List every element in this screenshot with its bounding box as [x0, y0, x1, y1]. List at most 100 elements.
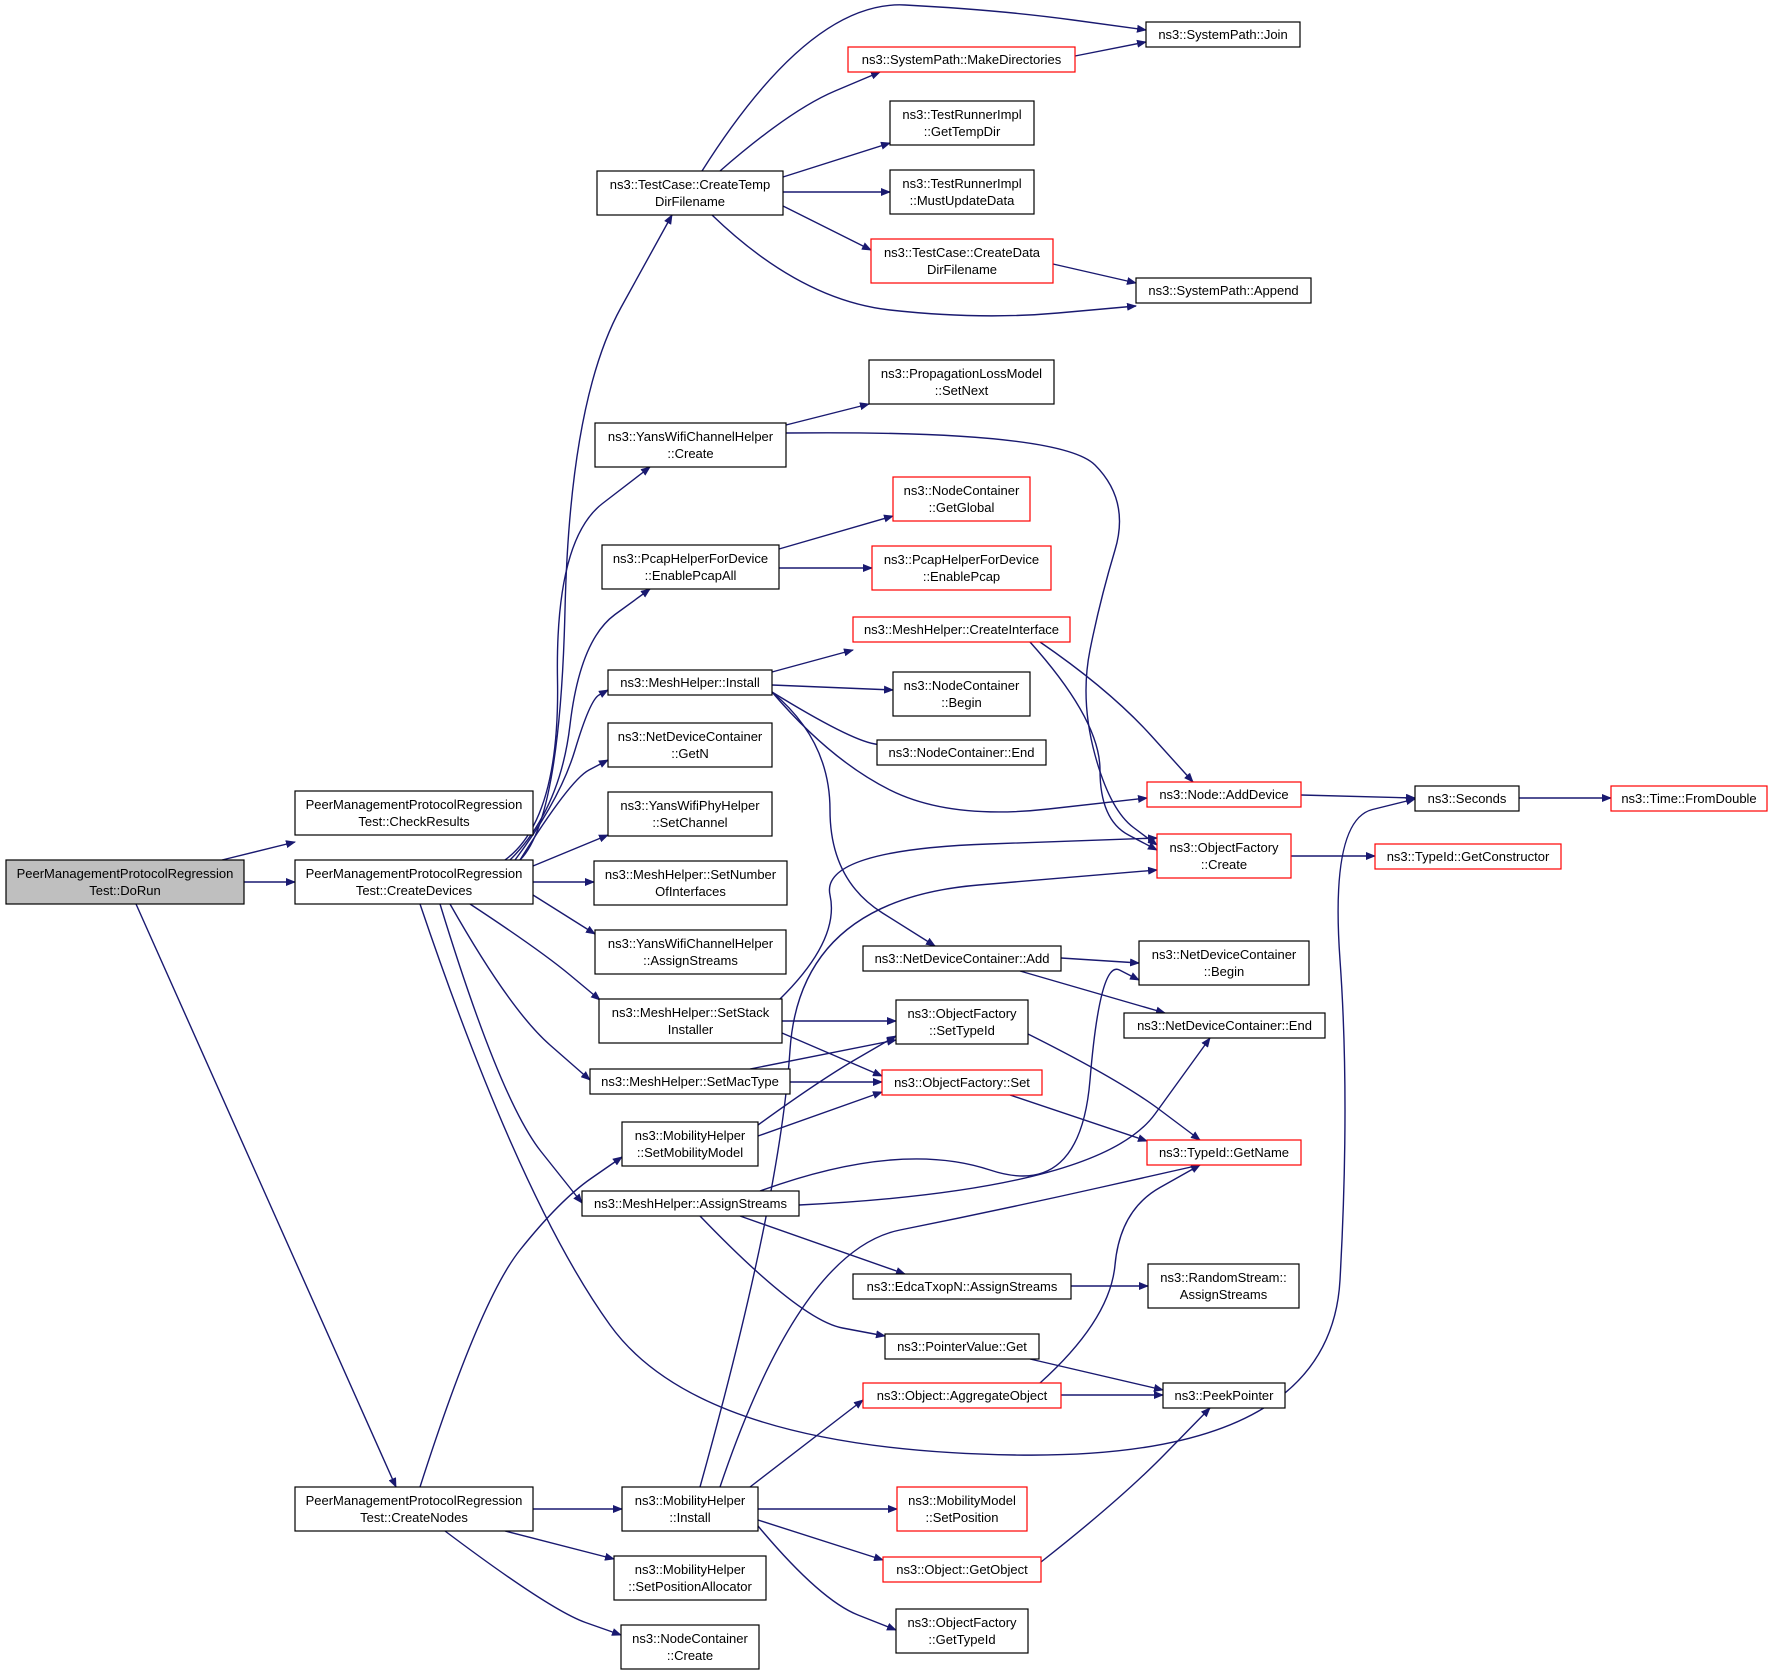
- edge-createif-to-adddevice: [1039, 641, 1194, 783]
- node-ndcbegin[interactable]: ns3::NetDeviceContainer::Begin: [1138, 940, 1310, 986]
- node-box: [1123, 1012, 1326, 1039]
- node-ofsettypeid[interactable]: ns3::ObjectFactory::SetTypeId: [895, 999, 1029, 1045]
- node-mustupdate[interactable]: ns3::TestRunnerImpl::MustUpdateData: [889, 169, 1035, 215]
- node-mkdirs[interactable]: ns3::SystemPath::MakeDirectories: [847, 46, 1076, 73]
- node-label: Test::CreateDevices: [356, 883, 473, 898]
- node-checkresults[interactable]: PeerManagementProtocolRegressionTest::Ch…: [294, 790, 534, 836]
- node-label: PeerManagementProtocolRegression: [306, 866, 523, 881]
- edge-createnodes-to-setmobmodel: [419, 1156, 623, 1488]
- node-aggregate[interactable]: ns3::Object::AggregateObject: [862, 1382, 1062, 1409]
- node-box: [1138, 940, 1310, 986]
- edge-createdevices-to-ndcgetn: [519, 759, 609, 861]
- node-ndcgetn[interactable]: ns3::NetDeviceContainer::GetN: [607, 722, 773, 768]
- node-box: [896, 1486, 1028, 1532]
- node-box: [294, 1486, 534, 1532]
- node-createdevices[interactable]: PeerManagementProtocolRegressionTest::Cr…: [294, 859, 534, 905]
- node-pcapall[interactable]: ns3::PcapHelperForDevice::EnablePcapAll: [601, 544, 780, 590]
- node-label: OfInterfaces: [655, 884, 726, 899]
- node-fromdouble[interactable]: ns3::Time::FromDouble: [1610, 785, 1768, 812]
- node-box: [868, 359, 1055, 405]
- node-gettempdir[interactable]: ns3::TestRunnerImpl::GetTempDir: [889, 100, 1035, 146]
- edge-createdevices-to-setmactype: [449, 903, 591, 1081]
- node-label: ns3::YansWifiChannelHelper: [608, 936, 774, 951]
- node-label: ::GetN: [671, 746, 709, 761]
- node-adddevice[interactable]: ns3::Node::AddDevice: [1146, 781, 1302, 808]
- node-label: ns3::Seconds: [1428, 791, 1507, 806]
- node-peekpointer[interactable]: ns3::PeekPointer: [1162, 1382, 1286, 1409]
- node-yansassign[interactable]: ns3::YansWifiChannelHelper::AssignStream…: [594, 929, 787, 975]
- node-ofset[interactable]: ns3::ObjectFactory::Set: [881, 1069, 1043, 1096]
- node-setposalloc[interactable]: ns3::MobilityHelper::SetPositionAllocato…: [613, 1555, 767, 1601]
- node-plmsetnext[interactable]: ns3::PropagationLossModel::SetNext: [868, 359, 1055, 405]
- node-label: ns3::MobilityHelper: [635, 1562, 746, 1577]
- edge-meshinstall-to-ndcadd: [771, 691, 936, 947]
- node-box: [598, 998, 783, 1044]
- node-box: [862, 945, 1062, 972]
- node-createnodes[interactable]: PeerManagementProtocolRegressionTest::Cr…: [294, 1486, 534, 1532]
- node-nccreate[interactable]: ns3::NodeContainer::Create: [620, 1624, 760, 1670]
- node-box: [594, 422, 787, 468]
- node-label: ns3::PropagationLossModel: [881, 366, 1042, 381]
- node-setchannel[interactable]: ns3::YansWifiPhyHelper::SetChannel: [607, 791, 773, 837]
- node-label: ::SetNext: [935, 383, 989, 398]
- node-seconds[interactable]: ns3::Seconds: [1414, 785, 1520, 812]
- node-label: ns3::TypeId::GetConstructor: [1387, 849, 1550, 864]
- node-meshassign[interactable]: ns3::MeshHelper::AssignStreams: [581, 1190, 800, 1217]
- node-label: ns3::NetDeviceContainer::Add: [875, 951, 1050, 966]
- node-append[interactable]: ns3::SystemPath::Append: [1135, 277, 1312, 304]
- edge-ofset-to-typeidgetname: [1009, 1094, 1148, 1142]
- node-ncgetglobal[interactable]: ns3::NodeContainer::GetGlobal: [892, 476, 1031, 522]
- node-label: ::SetPosition: [926, 1510, 999, 1525]
- node-box: [889, 169, 1035, 215]
- node-createif[interactable]: ns3::MeshHelper::CreateInterface: [852, 616, 1071, 643]
- node-box: [1414, 785, 1520, 812]
- node-getobject[interactable]: ns3::Object::GetObject: [882, 1556, 1042, 1583]
- edge-createdevices-to-pcapall: [509, 588, 651, 861]
- node-box: [862, 1382, 1062, 1409]
- node-label: ::Create: [667, 446, 713, 461]
- edge-createtempdir-to-append: [711, 214, 1137, 317]
- node-pvget[interactable]: ns3::PointerValue::Get: [884, 1333, 1040, 1360]
- node-label: ns3::PeekPointer: [1174, 1388, 1274, 1403]
- node-label: ::GetTypeId: [928, 1632, 995, 1647]
- edge-aggregate-to-typeidgetname: [1039, 1164, 1201, 1384]
- node-label: ns3::TestRunnerImpl: [902, 107, 1021, 122]
- node-setmactype[interactable]: ns3::MeshHelper::SetMacType: [589, 1068, 791, 1095]
- node-mobinstall[interactable]: ns3::MobilityHelper::Install: [621, 1486, 759, 1532]
- node-ofgettypeid[interactable]: ns3::ObjectFactory::GetTypeId: [895, 1608, 1029, 1654]
- node-setmobmodel[interactable]: ns3::MobilityHelper::SetMobilityModel: [621, 1121, 759, 1167]
- node-box: [871, 545, 1052, 591]
- node-label: ::EnablePcap: [923, 569, 1000, 584]
- node-rsassign[interactable]: ns3::RandomStream::AssignStreams: [1147, 1263, 1300, 1309]
- node-box: [847, 46, 1076, 73]
- node-yanschcreate[interactable]: ns3::YansWifiChannelHelper::Create: [594, 422, 787, 468]
- node-enablepcap[interactable]: ns3::PcapHelperForDevice::EnablePcap: [871, 545, 1052, 591]
- node-edcaassign[interactable]: ns3::EdcaTxopN::AssignStreams: [852, 1273, 1072, 1300]
- node-ncend[interactable]: ns3::NodeContainer::End: [876, 739, 1047, 766]
- node-box: [294, 790, 534, 836]
- node-getconstructor[interactable]: ns3::TypeId::GetConstructor: [1374, 843, 1562, 870]
- node-ncbegin[interactable]: ns3::NodeContainer::Begin: [892, 671, 1031, 717]
- edge-setmobmodel-to-ofset: [757, 1091, 883, 1137]
- node-label: ::Install: [669, 1510, 710, 1525]
- node-label: ns3::RandomStream::: [1160, 1270, 1286, 1285]
- edge-createtempdir-to-gettempdir: [782, 141, 891, 178]
- node-dorun[interactable]: PeerManagementProtocolRegressionTest::Do…: [5, 859, 245, 905]
- node-box: [1162, 1382, 1286, 1409]
- node-box: [294, 859, 534, 905]
- node-label: PeerManagementProtocolRegression: [306, 1493, 523, 1508]
- node-label: ns3::NetDeviceContainer: [1152, 947, 1297, 962]
- node-join[interactable]: ns3::SystemPath::Join: [1145, 21, 1301, 48]
- node-ndcend[interactable]: ns3::NetDeviceContainer::End: [1123, 1012, 1326, 1039]
- edge-getobject-to-peekpointer: [1040, 1407, 1211, 1563]
- node-setposition[interactable]: ns3::MobilityModel::SetPosition: [896, 1486, 1028, 1532]
- node-ofcreate[interactable]: ns3::ObjectFactory::Create: [1156, 833, 1292, 879]
- node-typeidgetname[interactable]: ns3::TypeId::GetName: [1146, 1139, 1302, 1166]
- node-ndcadd[interactable]: ns3::NetDeviceContainer::Add: [862, 945, 1062, 972]
- node-box: [620, 1624, 760, 1670]
- node-meshinstall[interactable]: ns3::MeshHelper::Install: [607, 669, 773, 696]
